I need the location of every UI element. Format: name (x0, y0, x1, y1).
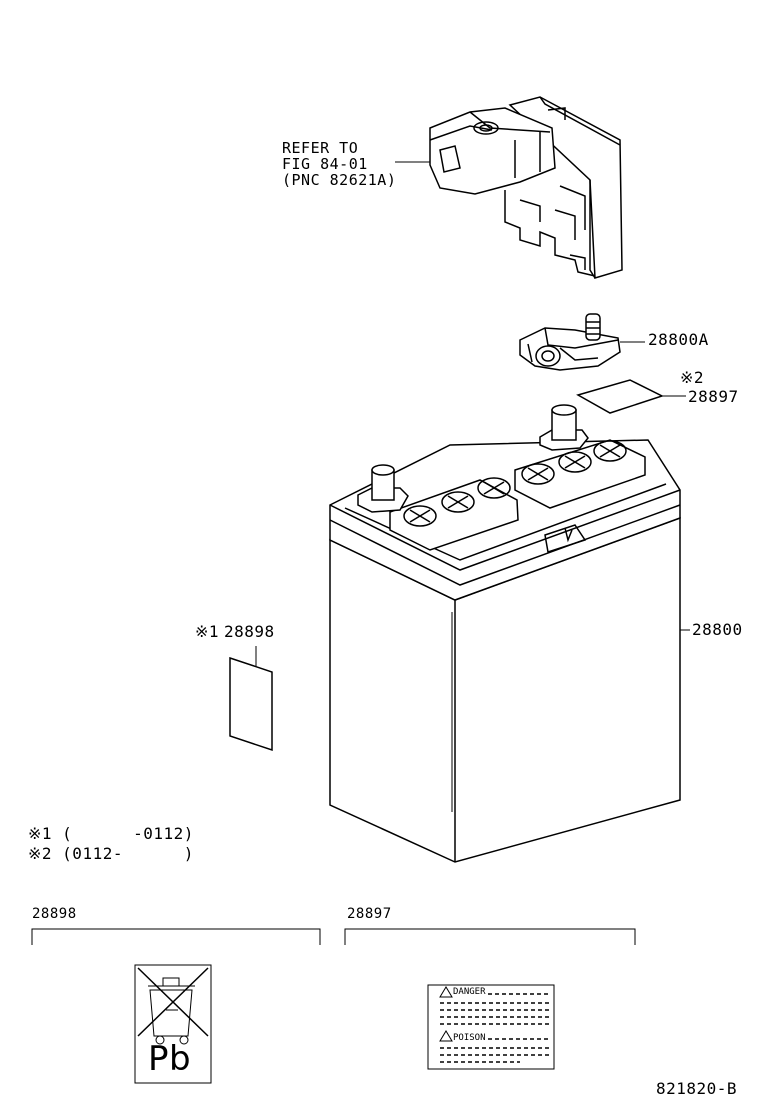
callout-note-1: ※1 (195, 622, 220, 641)
callout-28800A: 28800A (648, 330, 709, 349)
refer-line-3: (PNC 82621A) (282, 171, 397, 189)
callout-28800: 28800 (692, 620, 743, 639)
figure-id: 821820-B (656, 1079, 738, 1098)
callout-28897: 28897 (688, 387, 739, 406)
terminal-clamp-drawing (519, 313, 621, 371)
recycle-label-sheet (229, 656, 273, 752)
relay-box-drawing (429, 96, 623, 279)
detail-left-part: 28898 (32, 906, 77, 922)
detail-bracket-left (31, 928, 321, 945)
battery-drawing (329, 404, 681, 863)
danger-text: DANGER (453, 987, 486, 997)
refer-line-2: FIG 84-01 (282, 155, 368, 173)
detail-bracket-right (344, 928, 636, 945)
danger-label-icon (427, 984, 555, 1070)
callout-28898: 28898 (224, 622, 275, 641)
poison-text: POISON (453, 1033, 486, 1043)
detail-right-part: 28897 (347, 906, 392, 922)
pb-symbol: Pb (148, 1039, 192, 1079)
callout-note-2: ※2 (680, 368, 705, 387)
refer-line-1: REFER TO (282, 139, 359, 157)
caution-label-sheet (576, 379, 664, 414)
note-1: ※1 ( -0112) (28, 824, 194, 843)
crossed-bin-icon (134, 964, 212, 1084)
note-2: ※2 (0112- ) (28, 844, 194, 863)
